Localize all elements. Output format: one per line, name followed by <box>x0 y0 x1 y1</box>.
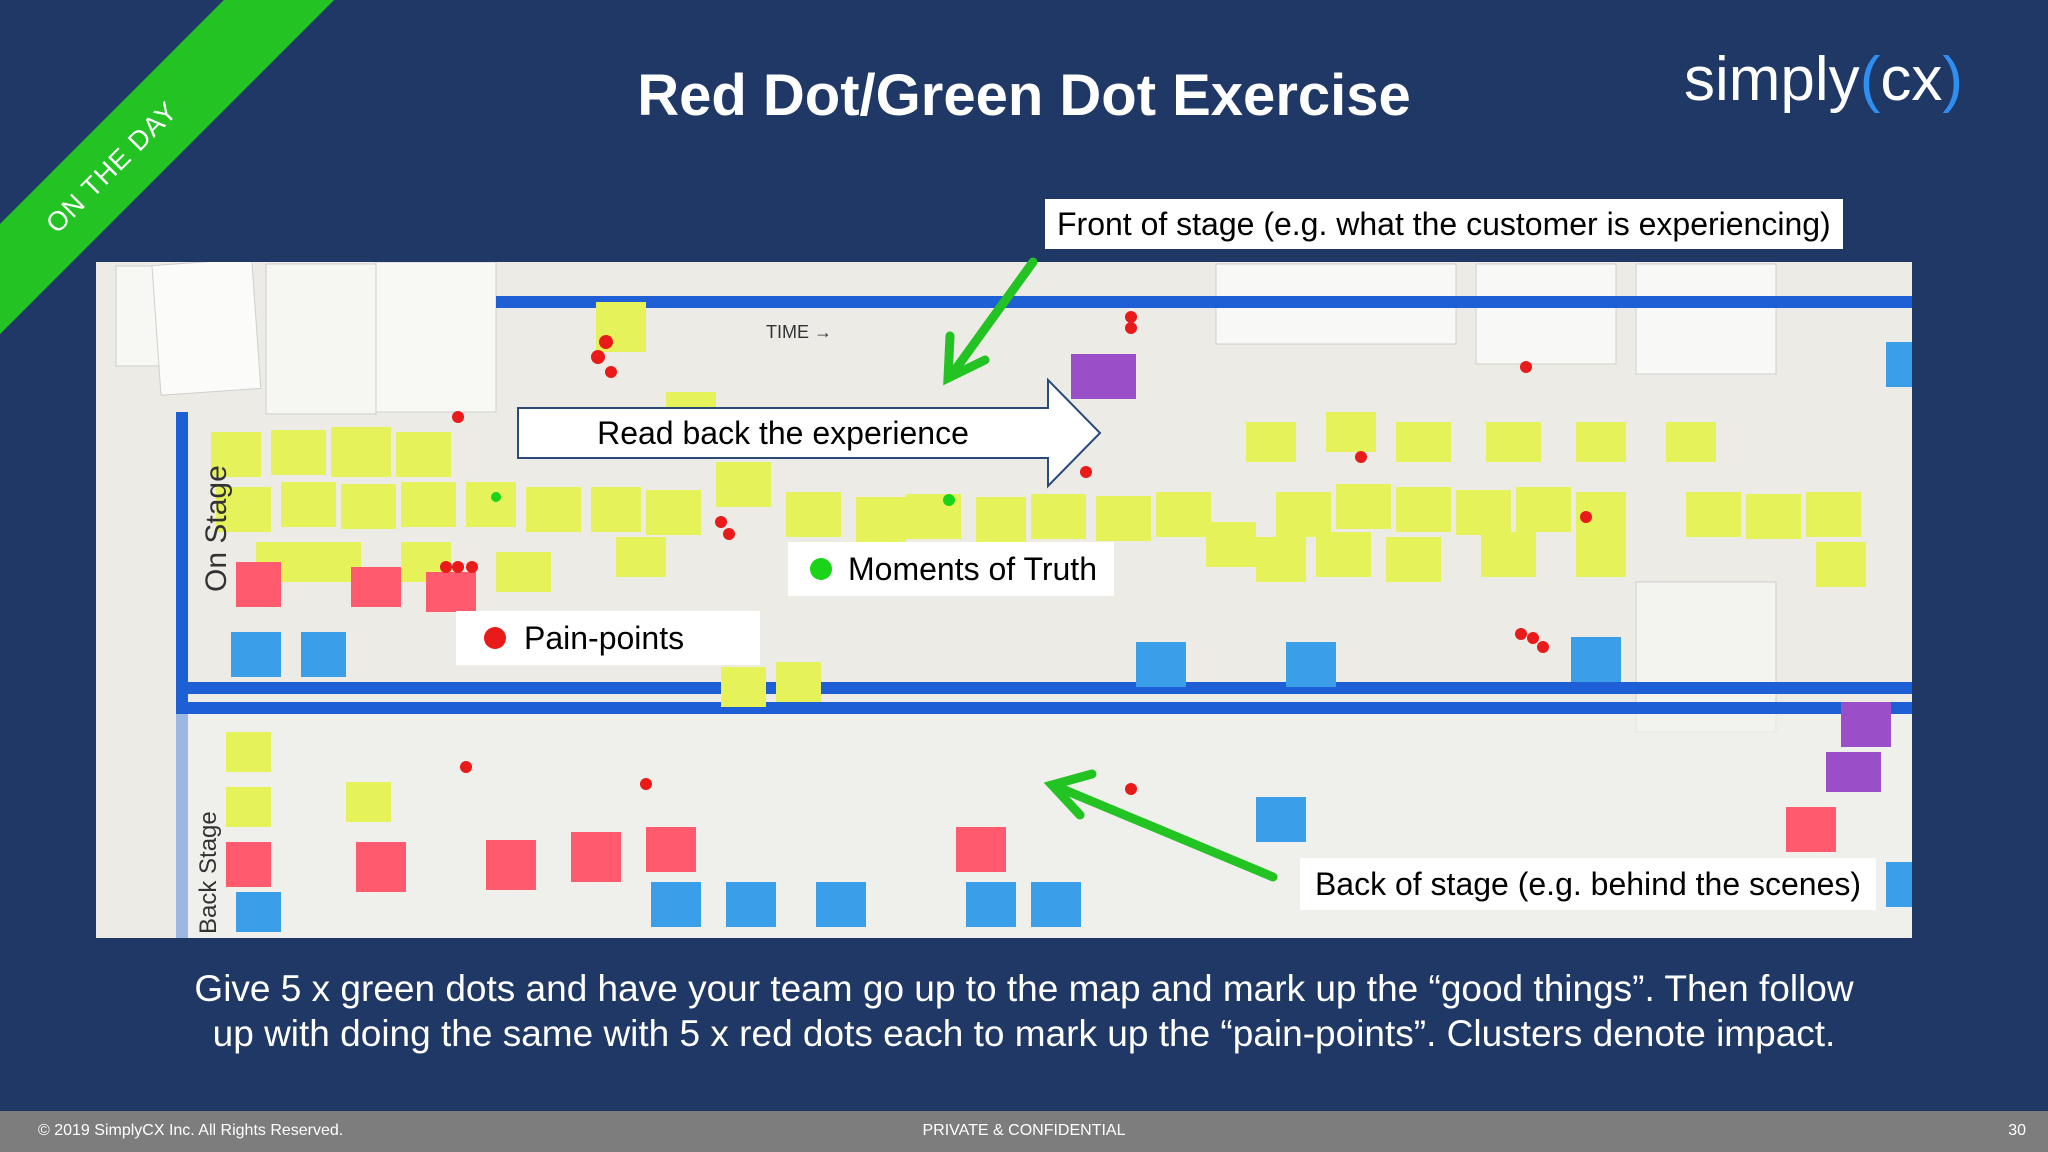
board-back-stage-text: Back Stage <box>195 811 222 934</box>
pain-points-label: Pain-points <box>456 611 760 665</box>
simplycx-logo: simply(cx) <box>1684 44 1963 115</box>
footer-copyright: © 2019 SimplyCX Inc. All Rights Reserved… <box>38 1122 344 1139</box>
red-dot-icon <box>484 627 506 649</box>
journey-map-wall-illustration: TIME → On Stage Back Stage <box>96 262 1912 938</box>
logo-open-bracket: ( <box>1859 45 1881 114</box>
footer-page-number: 30 <box>2008 1122 2026 1139</box>
logo-word: simply <box>1684 45 1860 114</box>
footer-confidential: PRIVATE & CONFIDENTIAL <box>922 1122 1126 1139</box>
instruction-caption: Give 5 x green dots and have your team g… <box>100 966 1948 1056</box>
caption-line-2: up with doing the same with 5 x red dots… <box>212 1013 1836 1054</box>
read-back-label: Read back the experience <box>518 408 1048 458</box>
moments-of-truth-text: Moments of Truth <box>848 551 1097 587</box>
caption-line-1: Give 5 x green dots and have your team g… <box>194 968 1854 1009</box>
board-on-stage-text: On Stage <box>200 465 233 592</box>
read-back-text: Read back the experience <box>597 415 969 451</box>
front-of-stage-text: Front of stage (e.g. what the customer i… <box>1057 206 1831 242</box>
slide-footer: © 2019 SimplyCX Inc. All Rights Reserved… <box>0 1111 2048 1152</box>
pain-points-text: Pain-points <box>524 620 685 656</box>
journey-map-photo: TIME → On Stage Back Stage <box>96 262 1912 938</box>
logo-close-bracket: ) <box>1942 45 1963 114</box>
front-of-stage-label: Front of stage (e.g. what the customer i… <box>1045 199 1843 249</box>
read-back-arrow <box>517 377 1102 489</box>
moments-of-truth-label: Moments of Truth <box>788 542 1114 596</box>
slide-title: Red Dot/Green Dot Exercise <box>637 63 1411 128</box>
green-dot-icon <box>810 558 832 580</box>
board-time-text: TIME → <box>766 322 832 342</box>
back-of-stage-text: Back of stage (e.g. behind the scenes) <box>1314 866 1862 902</box>
logo-cx: cx <box>1880 45 1943 114</box>
back-of-stage-label: Back of stage (e.g. behind the scenes) <box>1300 858 1876 910</box>
